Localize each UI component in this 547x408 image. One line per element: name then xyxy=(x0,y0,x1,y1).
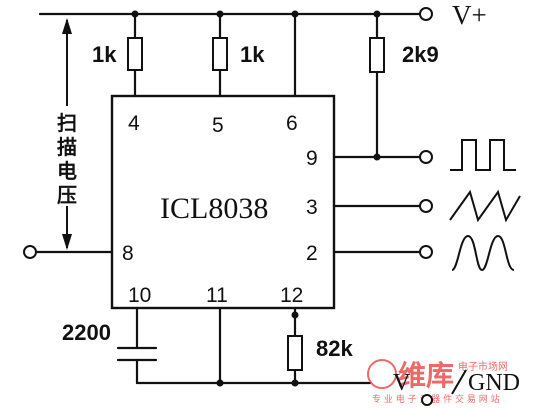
pin-11-label: 11 xyxy=(206,284,228,307)
resistor-r2 xyxy=(212,12,228,98)
capacitor-c1-value: 2200 xyxy=(62,320,111,345)
watermark-logo-text: 维库 xyxy=(398,359,454,392)
supply-label: V+ xyxy=(452,0,487,30)
triangle-wave-icon xyxy=(449,189,521,223)
pin-12-label: 12 xyxy=(280,284,303,307)
resistor-r1 xyxy=(127,12,143,98)
ground-rail xyxy=(135,379,372,387)
ground-terminal xyxy=(421,394,433,406)
supply-terminal xyxy=(419,7,433,21)
pin-10-label: 10 xyxy=(128,284,151,307)
square-wave-icon xyxy=(450,139,516,171)
watermark-tagline: 专 业 电 子 元 器 件 交 易 网 站 xyxy=(372,393,500,405)
pin-6-label: 6 xyxy=(286,112,298,135)
sweep-voltage-char-3: 电 xyxy=(57,159,77,183)
triangle-output xyxy=(332,189,521,223)
sweep-input: 扫 描 电 压 xyxy=(23,18,114,259)
sine-output-terminal xyxy=(419,245,433,259)
pin-8-label: 8 xyxy=(122,242,134,265)
sine-wave-icon xyxy=(451,234,515,272)
resistor-r4 xyxy=(287,306,303,385)
pin-4-label: 4 xyxy=(128,112,140,135)
resistor-r4-value: 82k xyxy=(316,336,353,361)
pin-5-label: 5 xyxy=(212,114,224,137)
watermark-subline: 电子市场网 xyxy=(458,360,508,373)
sweep-voltage-char-2: 描 xyxy=(57,135,77,159)
resistor-r3-value: 2k9 xyxy=(402,42,439,67)
sine-output xyxy=(332,234,515,272)
pin-9-label: 9 xyxy=(306,147,318,170)
resistor-r2-value: 1k xyxy=(240,42,265,67)
watermark-logo: 维库 电子市场网 专 业 电 子 元 器 件 交 易 网 站 xyxy=(367,359,508,405)
chip-body xyxy=(110,94,336,310)
resistor-r3 xyxy=(369,12,385,159)
triangle-output-terminal xyxy=(419,199,433,213)
pin-2-label: 2 xyxy=(306,242,318,265)
sweep-voltage-char-4: 压 xyxy=(57,183,77,207)
pin-3-label: 3 xyxy=(306,196,318,219)
supply-rail: V+ xyxy=(38,0,487,30)
square-output xyxy=(332,139,516,171)
ground-label: GND xyxy=(468,370,520,396)
sweep-voltage-char-1: 扫 xyxy=(57,111,77,135)
capacitor-c1 xyxy=(116,306,158,385)
ground-prefix: V xyxy=(393,370,411,396)
resistor-r1-value: 1k xyxy=(92,42,117,67)
square-output-terminal xyxy=(419,150,433,164)
chip-label: ICL8038 xyxy=(160,192,268,225)
ground-slash xyxy=(451,369,467,395)
sweep-input-terminal xyxy=(23,245,37,259)
